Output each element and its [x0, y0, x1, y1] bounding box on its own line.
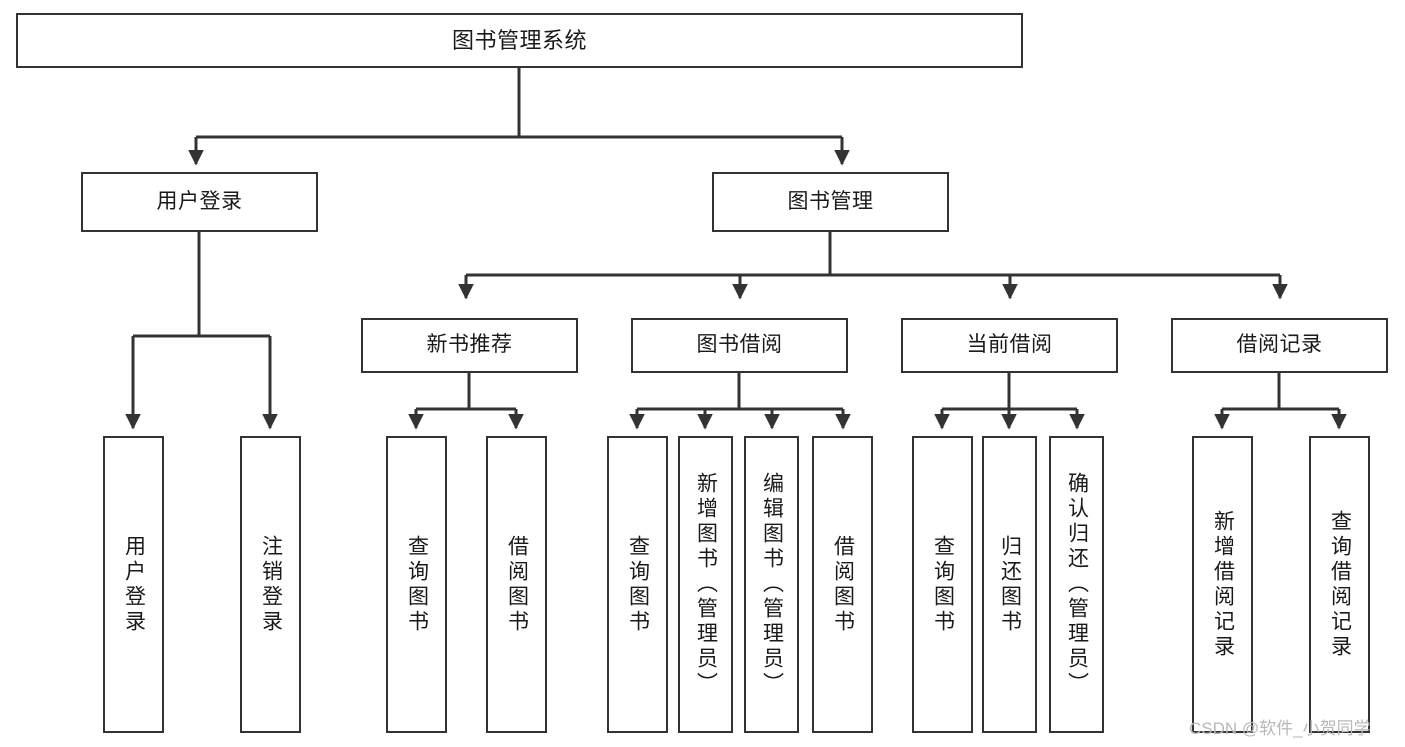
leaf-query-record[interactable]: 查询借阅记录: [1309, 436, 1370, 733]
leaf-query-book-3[interactable]: 查询图书: [912, 436, 973, 733]
leaf-user-login-label: 用户登录: [122, 534, 146, 635]
node-new-book-recommend-label: 新书推荐: [426, 333, 513, 357]
node-root[interactable]: 图书管理系统: [16, 13, 1023, 68]
leaf-borrow-book-2-label: 借阅图书: [831, 534, 855, 635]
leaf-return-book-label: 归还图书: [998, 534, 1022, 635]
leaf-user-login[interactable]: 用户登录: [103, 436, 164, 733]
leaf-borrow-book-1[interactable]: 借阅图书: [486, 436, 547, 733]
leaf-add-record-label: 新增借阅记录: [1211, 509, 1235, 660]
leaf-edit-book[interactable]: 编辑图书（管理员）: [744, 436, 799, 733]
leaf-add-book[interactable]: 新增图书（管理员）: [678, 436, 733, 733]
node-borrow-record[interactable]: 借阅记录: [1171, 318, 1388, 373]
node-user-login[interactable]: 用户登录: [81, 172, 318, 232]
leaf-query-book-2[interactable]: 查询图书: [607, 436, 668, 733]
leaf-query-book-2-label: 查询图书: [626, 534, 650, 635]
leaf-query-book-3-label: 查询图书: [931, 534, 955, 635]
leaf-confirm-return-label: 确认归还（管理员）: [1065, 472, 1089, 697]
leaf-query-record-label: 查询借阅记录: [1328, 509, 1352, 660]
leaf-edit-book-label: 编辑图书（管理员）: [760, 472, 784, 697]
node-book-borrow-label: 图书借阅: [696, 333, 783, 357]
leaf-add-record[interactable]: 新增借阅记录: [1192, 436, 1253, 733]
node-borrow-record-label: 借阅记录: [1236, 333, 1323, 357]
node-root-label: 图书管理系统: [451, 27, 587, 53]
leaf-borrow-book-2[interactable]: 借阅图书: [812, 436, 873, 733]
node-user-login-label: 用户登录: [156, 189, 243, 213]
node-book-borrow[interactable]: 图书借阅: [631, 318, 848, 373]
csdn-watermark: CSDN @软件_小贺同学: [1189, 719, 1371, 738]
node-book-manage-label: 图书管理: [787, 189, 874, 213]
leaf-add-book-label: 新增图书（管理员）: [694, 472, 718, 697]
node-book-manage[interactable]: 图书管理: [712, 172, 949, 232]
leaf-query-book-1[interactable]: 查询图书: [386, 436, 447, 733]
leaf-query-book-1-label: 查询图书: [405, 534, 429, 635]
node-new-book-recommend[interactable]: 新书推荐: [361, 318, 578, 373]
node-current-borrow[interactable]: 当前借阅: [901, 318, 1118, 373]
leaf-return-book[interactable]: 归还图书: [982, 436, 1037, 733]
leaf-borrow-book-1-label: 借阅图书: [505, 534, 529, 635]
leaf-logout-login-label: 注销登录: [259, 534, 283, 635]
leaf-logout-login[interactable]: 注销登录: [240, 436, 301, 733]
node-current-borrow-label: 当前借阅: [966, 333, 1053, 357]
leaf-confirm-return[interactable]: 确认归还（管理员）: [1049, 436, 1104, 733]
